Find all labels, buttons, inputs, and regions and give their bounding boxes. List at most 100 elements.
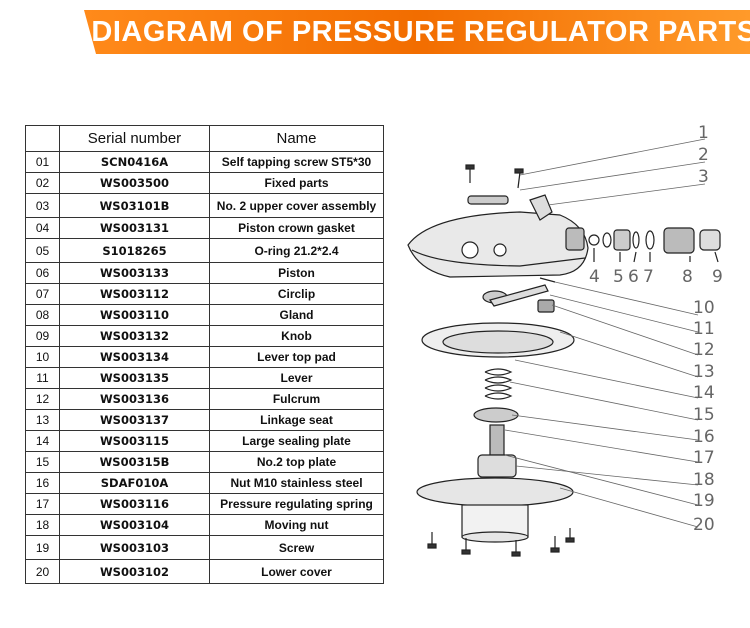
part-name: No. 2 upper cover assembly: [209, 193, 384, 218]
row-index: 11: [25, 367, 60, 389]
top-plate: [473, 407, 519, 423]
part-name: Piston: [209, 262, 384, 284]
serial-number: WS003116: [59, 493, 210, 515]
column-header-name: Name: [209, 125, 384, 152]
part-name: Piston crown gasket: [209, 217, 384, 239]
part-name: Screw: [209, 535, 384, 560]
row-index: 09: [25, 325, 60, 347]
column-header-serial: Serial number: [59, 125, 210, 152]
callout-8: 8: [682, 267, 693, 287]
row-index: 19: [25, 535, 60, 560]
bottom-bolts: [427, 528, 575, 557]
callout-5: 5: [613, 267, 624, 287]
serial-number: WS00315B: [59, 451, 210, 473]
part-name: Lever: [209, 367, 384, 389]
serial-number: WS003136: [59, 388, 210, 410]
callout-3: 3: [698, 167, 709, 187]
callout-9: 9: [712, 267, 723, 287]
serial-number: WS003137: [59, 409, 210, 431]
callout-2: 2: [698, 145, 709, 165]
upper-cover-inlet: [529, 194, 553, 221]
side-assembly: [565, 227, 721, 263]
part-name: O-ring 21.2*2.4: [209, 238, 384, 263]
row-index: 14: [25, 430, 60, 452]
serial-number: WS003104: [59, 514, 210, 536]
part-name: Moving nut: [209, 514, 384, 536]
column-header-index: [25, 125, 60, 152]
callout-4: 4: [589, 267, 600, 287]
row-index: 18: [25, 514, 60, 536]
part-name: Linkage seat: [209, 409, 384, 431]
serial-number: SDAF010A: [59, 472, 210, 494]
row-index: 08: [25, 304, 60, 326]
row-index: 07: [25, 283, 60, 305]
callout-1: 1: [698, 123, 709, 143]
serial-number: WS003134: [59, 346, 210, 368]
row-index: 16: [25, 472, 60, 494]
part-name: Nut M10 stainless steel: [209, 472, 384, 494]
callout-14: 14: [693, 383, 715, 403]
callout-12: 12: [693, 340, 715, 360]
callout-20: 20: [693, 515, 715, 535]
serial-number: SCN0416A: [59, 151, 210, 173]
pressure-spring: [484, 368, 513, 400]
row-index: 13: [25, 409, 60, 431]
part-name: Lever top pad: [209, 346, 384, 368]
part-name: Circlip: [209, 283, 384, 305]
table-header-row: Serial number Name: [25, 125, 384, 152]
adjust-screw: [489, 424, 505, 456]
serial-number: WS03101B: [59, 193, 210, 218]
part-name: No.2 top plate: [209, 451, 384, 473]
callout-18: 18: [693, 470, 715, 490]
row-index: 17: [25, 493, 60, 515]
moving-nut: [477, 454, 517, 478]
callout-11: 11: [693, 319, 715, 339]
callout-13: 13: [693, 362, 715, 382]
serial-number: WS003133: [59, 262, 210, 284]
row-index: 15: [25, 451, 60, 473]
row-index: 10: [25, 346, 60, 368]
callout-16: 16: [693, 427, 715, 447]
serial-number: WS003102: [59, 559, 210, 584]
part-name: Fulcrum: [209, 388, 384, 410]
fixed-parts-bracket: [467, 195, 509, 205]
serial-number: WS003115: [59, 430, 210, 452]
row-index: 20: [25, 559, 60, 584]
part-name: Lower cover: [209, 559, 384, 584]
row-index: 03: [25, 193, 60, 218]
callout-6: 6: [628, 267, 639, 287]
upper-cover-rim: [411, 249, 586, 267]
upper-cover-port: [461, 241, 479, 259]
row-index: 04: [25, 217, 60, 239]
row-index: 06: [25, 262, 60, 284]
serial-number: WS003103: [59, 535, 210, 560]
serial-number: WS003500: [59, 172, 210, 194]
callout-7: 7: [643, 267, 654, 287]
self-tapping-screws: [465, 164, 524, 189]
callout-17: 17: [693, 448, 715, 468]
row-index: 12: [25, 388, 60, 410]
part-name: Knob: [209, 325, 384, 347]
row-index: 02: [25, 172, 60, 194]
row-index: 05: [25, 238, 60, 263]
